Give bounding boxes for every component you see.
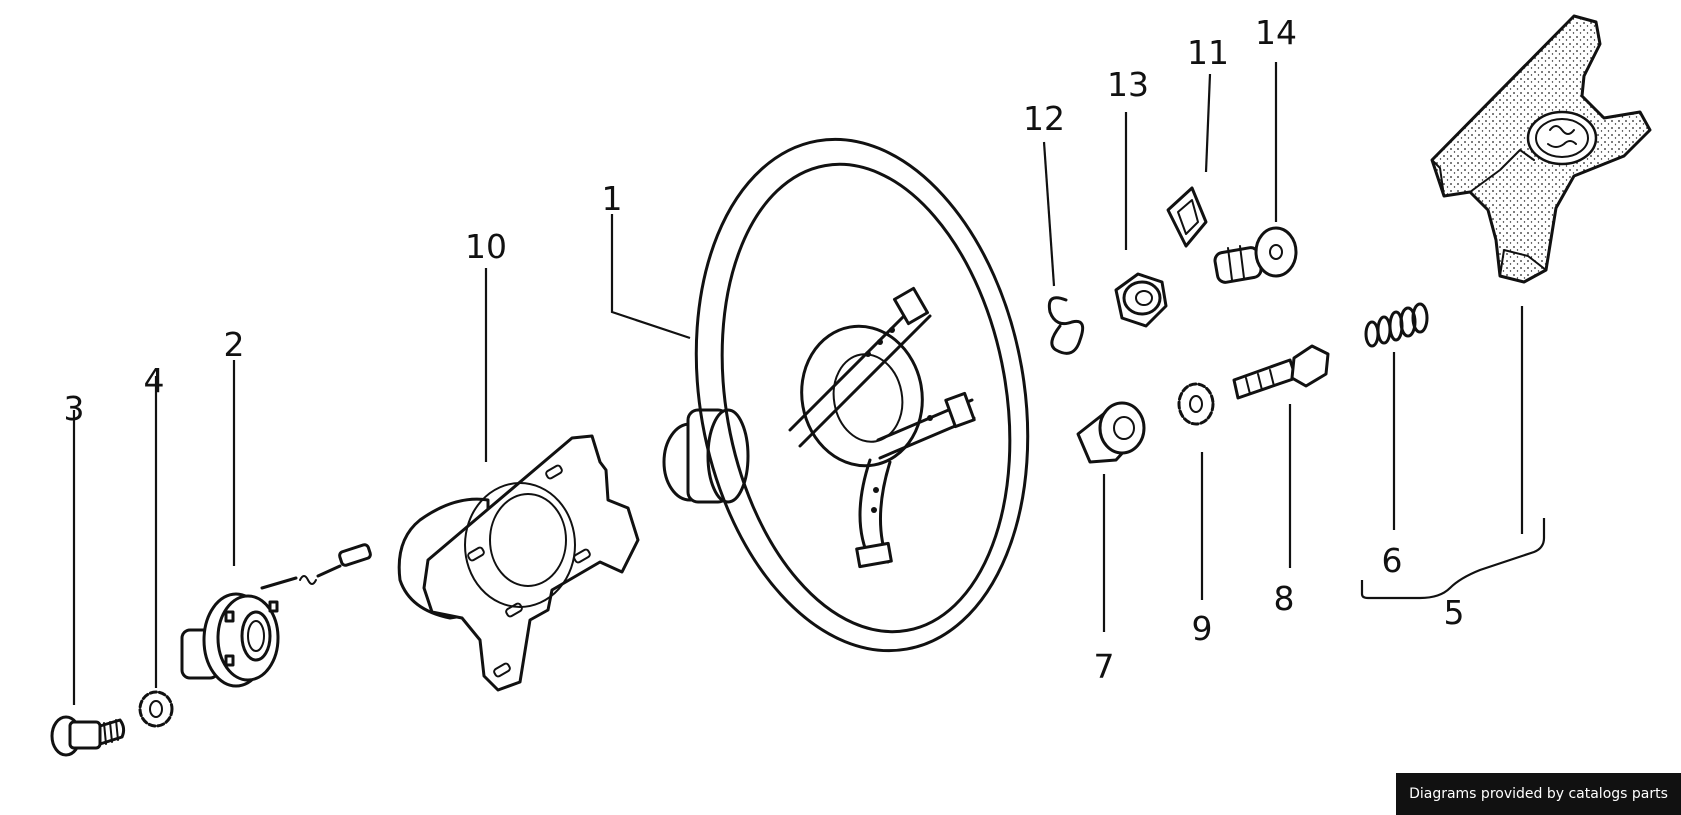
part-label-14: 14 <box>1255 13 1297 52</box>
bushing-part <box>1076 401 1146 464</box>
coil-spring-part <box>1364 302 1429 348</box>
leader-11 <box>1204 73 1212 173</box>
spring-clip-part <box>1047 296 1085 355</box>
group-bracket-5 <box>1360 518 1546 600</box>
hub-cover-part <box>397 434 640 692</box>
push-button-part <box>1213 226 1298 284</box>
part-label-12: 12 <box>1023 99 1065 138</box>
part-label-1: 1 <box>602 179 623 218</box>
part-label-2: 2 <box>224 325 245 364</box>
part-label-5: 5 <box>1444 593 1465 632</box>
part-label-13: 13 <box>1107 65 1149 104</box>
part-label-4: 4 <box>144 361 165 400</box>
credit-banner: Diagrams provided by catalogs parts <box>1396 773 1681 815</box>
part-label-11: 11 <box>1187 33 1229 72</box>
part-label-10: 10 <box>465 227 507 266</box>
washer-part <box>1177 382 1215 426</box>
horn-pad-part <box>1430 14 1652 284</box>
part-label-6: 6 <box>1382 541 1403 580</box>
steering-wheel-part <box>662 137 1030 653</box>
lock-washer-part <box>138 690 174 728</box>
contact-ring-part <box>180 543 372 688</box>
nut-part <box>1114 272 1168 328</box>
part-label-3: 3 <box>64 389 85 428</box>
part-label-9: 9 <box>1192 609 1213 648</box>
part-label-7: 7 <box>1094 647 1115 686</box>
leader-12 <box>1042 141 1056 287</box>
bolt-part <box>1232 344 1330 400</box>
emblem-part <box>1166 186 1208 248</box>
part-label-8: 8 <box>1274 579 1295 618</box>
screw-part <box>50 715 126 757</box>
leader-1 <box>610 214 691 340</box>
